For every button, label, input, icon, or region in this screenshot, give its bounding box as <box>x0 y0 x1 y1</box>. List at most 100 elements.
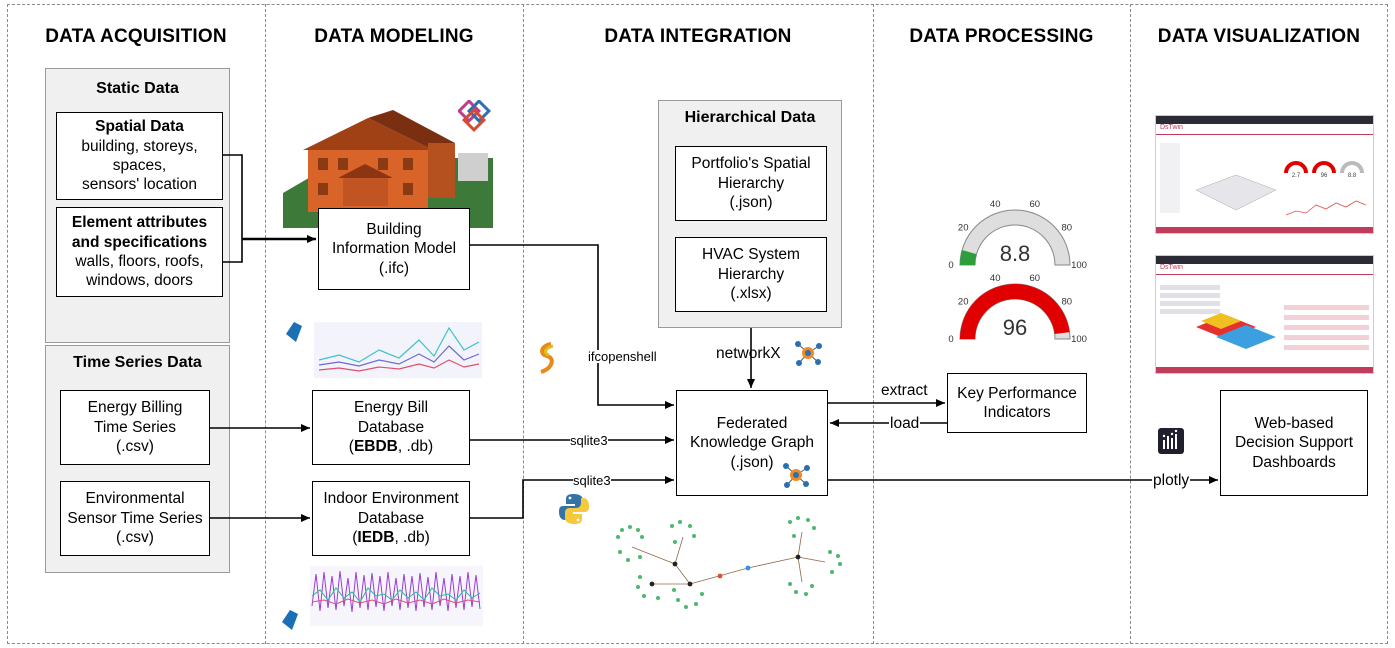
dashboard-brand: DsTwin <box>1156 264 1373 275</box>
column-title-acquisition: DATA ACQUISITION <box>45 26 227 47</box>
hvac-hierarchy-line: (.xlsx) <box>730 285 772 303</box>
ifcopenshell-logo-icon <box>540 342 554 374</box>
gauge-tick-label: 60 <box>1030 199 1041 210</box>
gauge-value: 8.8 <box>1000 241 1031 266</box>
spatial-data-line: building, storeys, <box>81 137 198 155</box>
gauge-tick-label: 40 <box>990 273 1001 284</box>
column-divider <box>265 4 266 644</box>
static-data-title: Static Data <box>96 80 179 97</box>
column-title-integration: DATA INTEGRATION <box>604 26 792 47</box>
python-logo-icon <box>559 494 589 524</box>
portfolio-hierarchy-line: Portfolio's Spatial <box>691 155 811 173</box>
hvac-hierarchy-line: HVAC System <box>702 246 800 264</box>
environmental-sensor-line: (.csv) <box>116 529 154 547</box>
ebdb-format: (EBDB, .db) <box>348 438 434 456</box>
dashboard-number: 8.8 <box>1348 173 1357 179</box>
ebdb-line: Energy Bill <box>353 399 429 417</box>
iedb-extension: , .db) <box>394 529 430 547</box>
energy-billing-line: Time Series <box>93 418 177 436</box>
dashboards-box: Web-based Decision Support Dashboards <box>1220 390 1368 496</box>
dashboard-thumbnail: DsTwin <box>1155 255 1374 374</box>
fkg-line: (.json) <box>730 453 774 471</box>
dashboard-thumbnail-body: 2.7 96 8.8 <box>1156 143 1373 233</box>
sqlite3-label: sqlite3 <box>573 473 611 488</box>
hvac-hierarchy-box: HVAC System Hierarchy (.xlsx) <box>675 237 827 312</box>
environmental-sensor-line: Environmental <box>85 490 185 508</box>
fkg-line: Knowledge Graph <box>689 434 815 452</box>
dashboards-line: Web-based <box>1254 414 1334 432</box>
gauge-tick-label: 0 <box>948 260 953 271</box>
ebdb-extension: , .db) <box>397 438 434 456</box>
iedb-acronym: IEDB <box>357 529 395 547</box>
column-title-modeling: DATA MODELING <box>314 26 474 47</box>
environmental-sensor-line: Sensor Time Series <box>67 509 203 527</box>
plotly-label: plotly <box>1152 472 1191 489</box>
dashboard-thumbnail: DsTwin 2.7 96 8.8 <box>1155 115 1374 234</box>
iedb-format: (IEDB, .db) <box>352 529 430 547</box>
plotly-logo-icon <box>1158 428 1184 454</box>
diagram-frame <box>7 4 1388 644</box>
energy-chart-thumbnail <box>286 322 482 378</box>
knowledge-graph-illustration <box>616 516 842 609</box>
iedb-line: Database <box>357 509 425 527</box>
dashboard-thumbnail-body <box>1156 285 1373 373</box>
gauge-tick-label: 80 <box>1062 296 1073 307</box>
element-attributes-line: windows, doors <box>86 272 193 290</box>
sqlite3-label: sqlite3 <box>570 433 608 448</box>
ifc-logo-icon <box>458 100 492 133</box>
connector-bim-to-fkg <box>470 244 674 409</box>
gauge-tick-label: 40 <box>990 199 1001 210</box>
load-label: load <box>889 415 921 432</box>
dashboards-line: Decision Support <box>1234 434 1354 452</box>
time-series-title: Time Series Data <box>73 354 202 371</box>
column-divider <box>873 4 874 644</box>
dashboard-number: 2.7 <box>1292 173 1301 179</box>
column-divider <box>523 4 524 644</box>
gauge-value: 96 <box>1003 315 1027 340</box>
connector-static-bracket <box>223 154 243 263</box>
iedb-line: Indoor Environment <box>323 490 459 508</box>
ebdb-line: Database <box>357 418 425 436</box>
hierarchical-data-title: Hierarchical Data <box>684 109 816 126</box>
energy-billing-line: Energy Billing <box>87 399 183 417</box>
kpi-line: Indicators <box>983 404 1051 421</box>
gauge-tick-label: 60 <box>1030 273 1041 284</box>
column-title-visualization: DATA VISUALIZATION <box>1157 26 1361 47</box>
networkx-logo-icon <box>795 341 822 366</box>
gauge-tick-label: 0 <box>948 334 953 345</box>
spatial-data-title: Spatial Data <box>95 118 184 136</box>
column-divider <box>1130 4 1131 644</box>
portfolio-hierarchy-line: (.json) <box>729 194 773 212</box>
bim-box: Building Information Model (.ifc) <box>318 208 470 290</box>
energy-billing-line: (.csv) <box>116 438 154 456</box>
dashboard-brand: DsTwin <box>1156 124 1373 135</box>
fkg-line: Federated <box>716 414 788 432</box>
ebdb-acronym: EBDB <box>353 438 398 456</box>
element-attributes-line: walls, floors, roofs, <box>75 253 204 270</box>
dashboard-number: 96 <box>1321 173 1328 179</box>
portfolio-hierarchy-line: Hierarchy <box>717 174 785 192</box>
networkx-logo-icon <box>783 463 810 488</box>
iedb-box: Indoor Environment Database (IEDB, .db) <box>312 481 470 556</box>
kpi-box: Key Performance Indicators <box>947 373 1087 433</box>
energy-billing-box: Energy Billing Time Series (.csv) <box>60 390 210 465</box>
element-attributes-title: and specifications <box>71 233 208 251</box>
gauge-tick-label: 20 <box>958 222 969 233</box>
spatial-data-line: sensors' location <box>82 176 197 194</box>
dashboards-line: Dashboards <box>1252 453 1336 471</box>
kpi-line: Key Performance <box>957 384 1077 402</box>
element-attributes-title: Element attributes <box>71 214 208 232</box>
spatial-data-line: spaces, <box>112 157 167 174</box>
bim-line: (.ifc) <box>378 259 410 277</box>
spatial-data-box: Spatial Data building, storeys, spaces, … <box>56 112 223 200</box>
networkx-label: networkX <box>716 345 781 362</box>
gauge-tick-label: 80 <box>1062 222 1073 233</box>
sensor-chart-thumbnail <box>282 566 483 630</box>
environmental-sensor-box: Environmental Sensor Time Series (.csv) <box>60 481 210 556</box>
federated-knowledge-graph-box: Federated Knowledge Graph (.json) <box>676 390 828 496</box>
extract-label: extract <box>880 382 929 399</box>
bim-line: Building <box>366 220 422 238</box>
